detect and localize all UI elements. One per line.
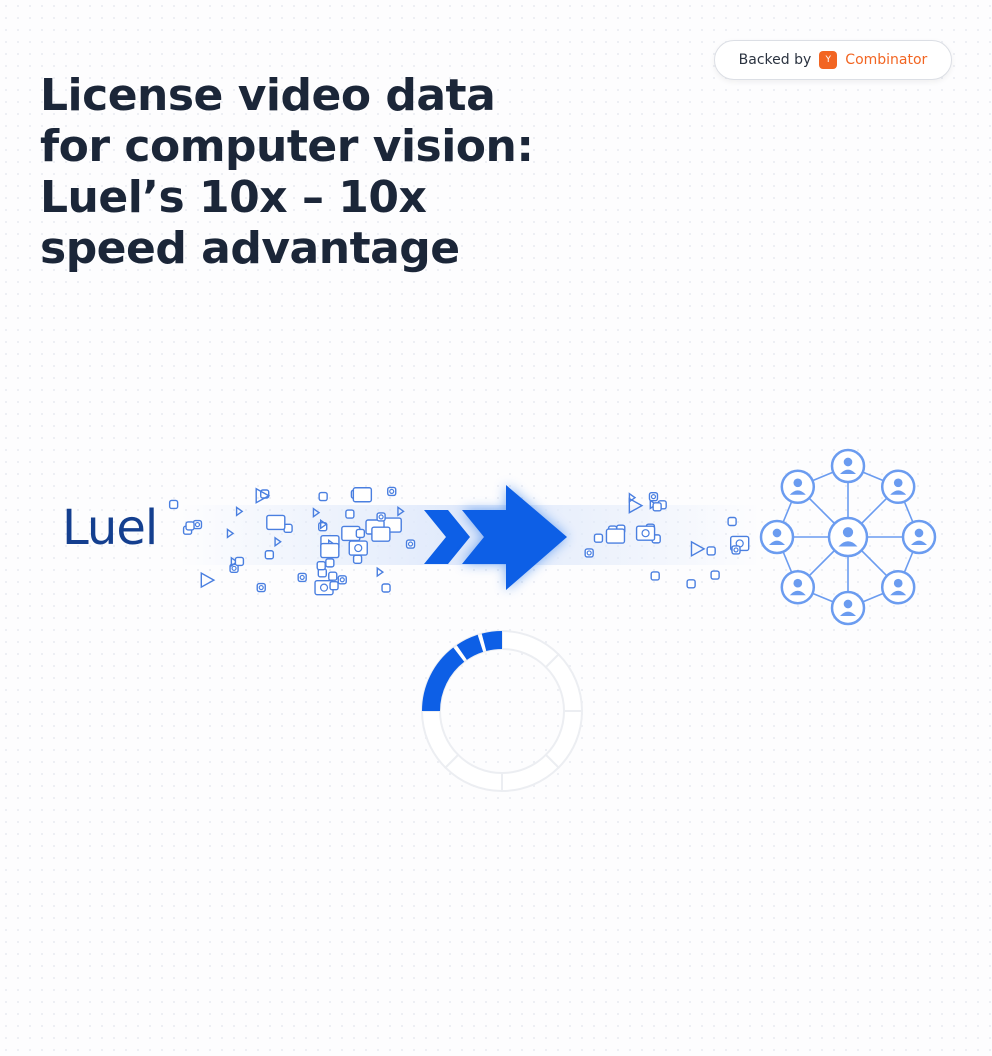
frame-icon	[168, 499, 179, 510]
frame-icon	[316, 560, 326, 571]
camera-icon	[648, 491, 659, 502]
person-node-icon	[830, 590, 866, 626]
progress-ring	[420, 629, 584, 793]
play-icon	[690, 540, 706, 558]
person-node-icon	[880, 469, 916, 505]
chevrons-icon	[424, 510, 470, 564]
frame-icon	[605, 528, 626, 544]
person-node-icon	[759, 519, 795, 555]
ring-segment	[544, 653, 584, 712]
ring-segment	[501, 753, 560, 793]
frame-icon	[320, 542, 340, 559]
frame-icon	[381, 583, 391, 593]
backed-by-badge[interactable]: Backed by Y Combinator	[714, 40, 952, 80]
frame-icon	[727, 516, 737, 527]
frame-icon	[352, 554, 363, 564]
person-node-icon	[827, 516, 869, 558]
frame-icon	[686, 579, 696, 589]
badge-prefix: Backed by	[738, 52, 812, 68]
people-network	[759, 448, 937, 626]
frame-icon	[652, 502, 662, 512]
badge-name: Combinator	[845, 52, 928, 68]
frame-icon	[266, 514, 286, 531]
play-icon	[312, 507, 321, 519]
play-icon	[200, 571, 216, 589]
title-line: License video data	[40, 70, 496, 121]
person-node-icon	[780, 469, 816, 505]
person-node-icon	[830, 448, 866, 484]
camera-icon	[376, 512, 386, 522]
ring-segment	[422, 647, 465, 711]
ring-segment	[481, 631, 502, 652]
camera-icon	[348, 540, 368, 556]
frame-icon	[328, 571, 338, 581]
frame-icon	[234, 556, 245, 567]
camera-icon	[405, 539, 416, 549]
play-icon	[397, 505, 405, 517]
frame-icon	[185, 521, 195, 531]
play-icon	[628, 497, 644, 514]
play-icon	[376, 566, 385, 578]
frame-icon	[355, 528, 366, 539]
frame-icon	[325, 558, 335, 568]
page-title: License video data for computer vision: …	[40, 70, 560, 274]
play-icon	[230, 556, 239, 568]
frame-icon	[318, 491, 328, 502]
media-particles	[168, 486, 750, 596]
luel-logo: Luel	[62, 500, 158, 556]
title-line: Luel’s 10x – 10x	[40, 172, 427, 223]
camera-icon	[387, 486, 397, 497]
camera-icon	[297, 572, 307, 583]
camera-icon	[337, 575, 347, 585]
camera-icon	[256, 582, 266, 593]
camera-icon	[584, 548, 594, 558]
title-line: for computer vision:	[40, 121, 534, 172]
frame-icon	[329, 581, 339, 591]
person-node-icon	[880, 569, 916, 605]
ring-segment	[420, 710, 460, 769]
frame-icon	[650, 571, 660, 581]
frame-icon	[593, 533, 604, 543]
frame-icon	[371, 526, 391, 542]
ring-segment	[456, 634, 484, 660]
play-icon	[274, 536, 282, 548]
person-node-icon	[780, 569, 816, 605]
title-line: speed advantage	[40, 223, 460, 274]
arrow-right-icon	[462, 485, 567, 590]
frame-icon	[345, 509, 355, 519]
camera-icon	[635, 525, 656, 541]
play-icon	[628, 492, 637, 503]
play-icon	[226, 528, 235, 539]
play-icon	[319, 518, 328, 530]
yc-logo-icon: Y	[819, 51, 838, 69]
person-node-icon	[901, 519, 937, 555]
play-icon	[255, 487, 271, 504]
frame-icon	[352, 487, 373, 503]
frame-icon	[710, 570, 720, 580]
camera-icon	[731, 545, 741, 555]
play-icon	[235, 506, 244, 517]
frame-icon	[706, 546, 716, 556]
frame-icon	[264, 550, 275, 560]
